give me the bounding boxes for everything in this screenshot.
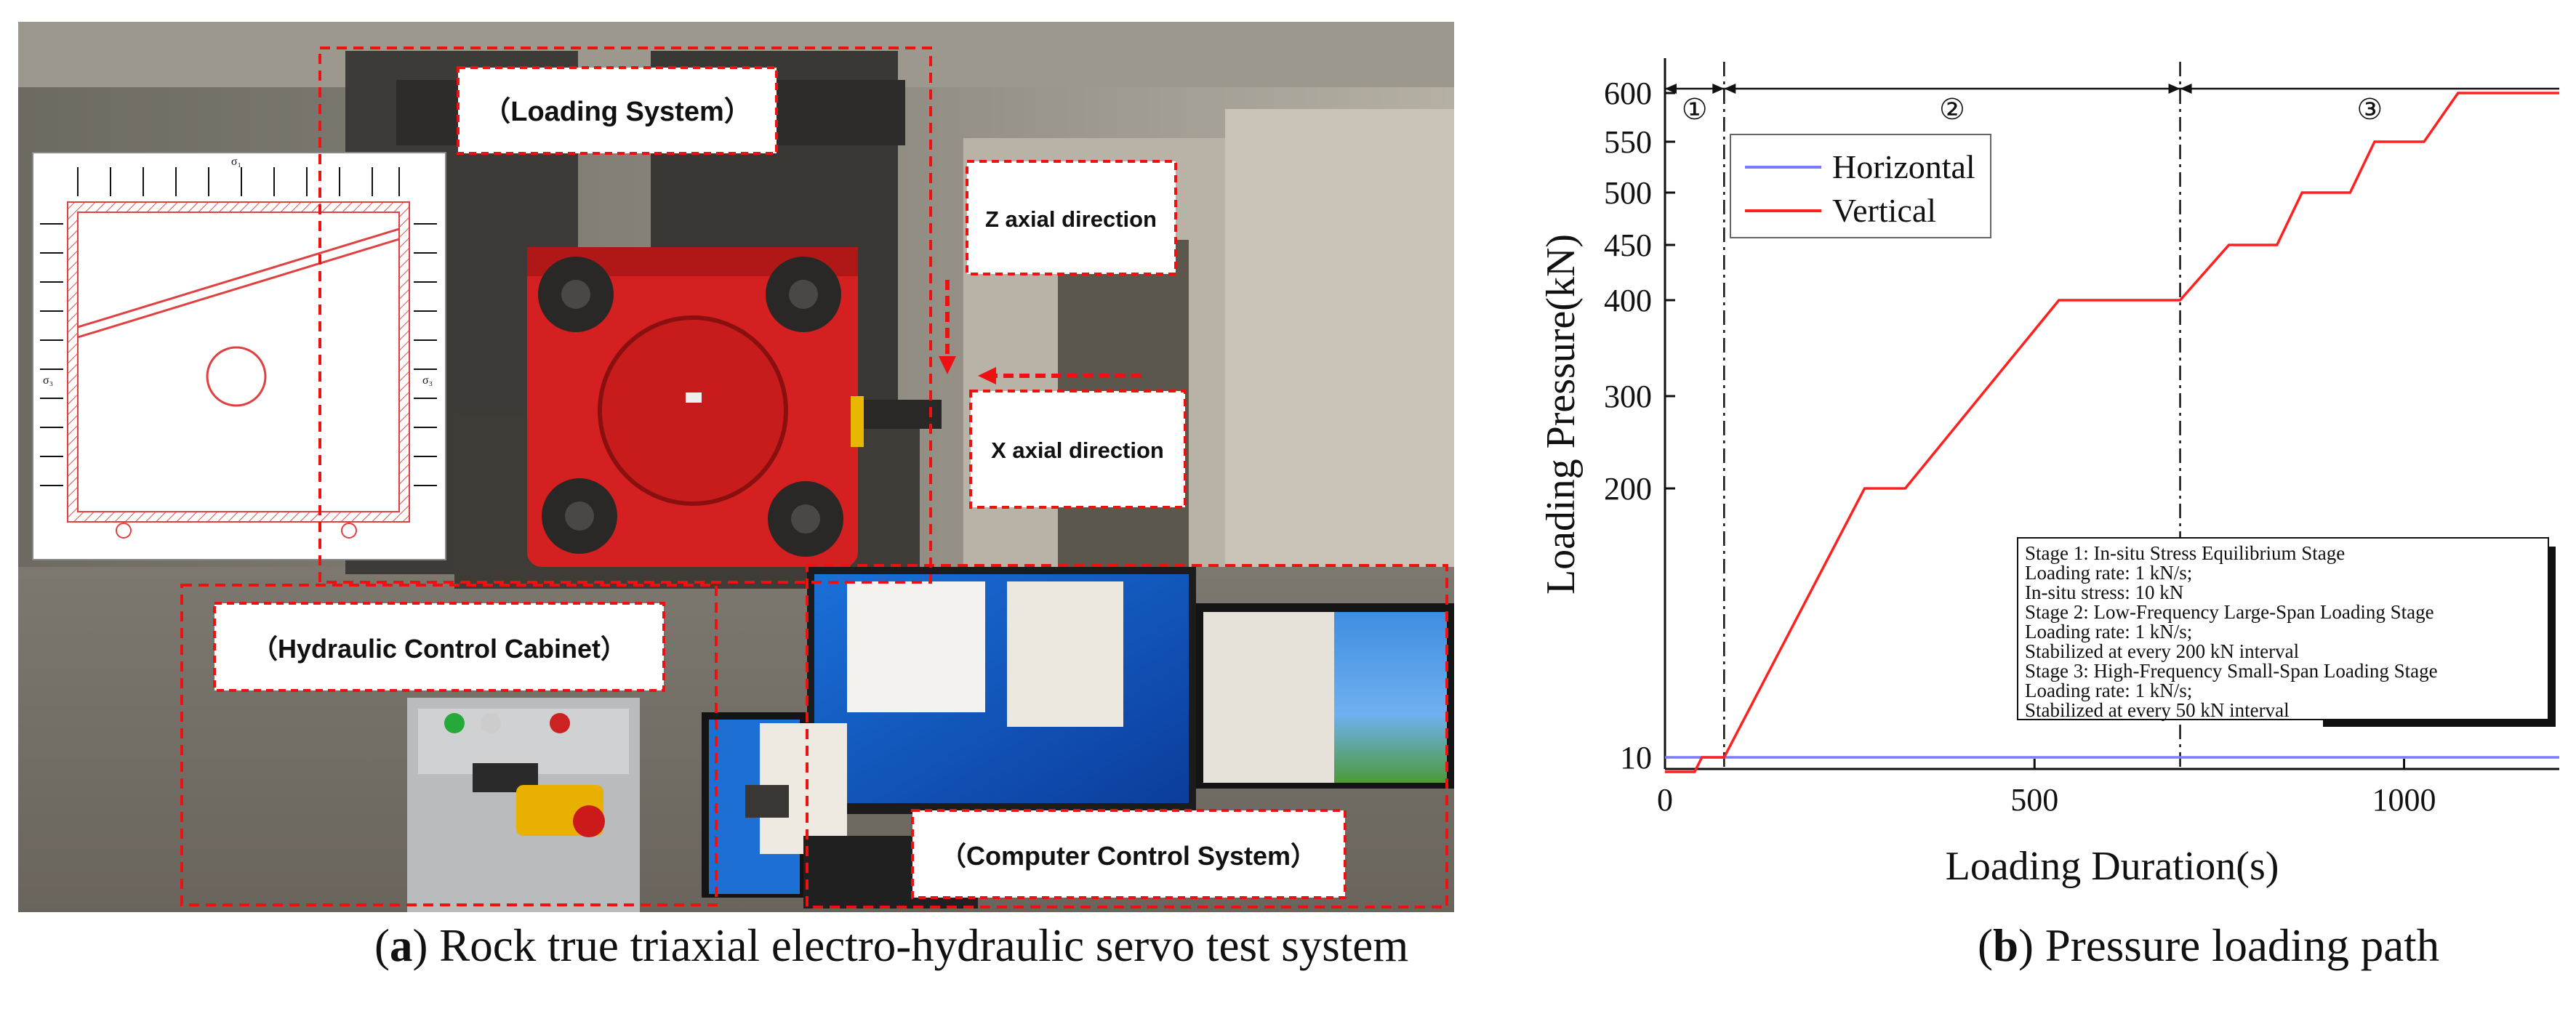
callout-hydraulic-cabinet: （Hydraulic Control Cabinet） [213,602,665,692]
annotation-line: Stage 2: Low-Frequency Large-Span Loadin… [2025,601,2434,623]
x-axis-title: Loading Duration(s) [1946,844,2279,889]
z-axial-label: Z axial direction [985,206,1157,232]
caption-a-label: a [389,920,413,971]
chart-legend: Horizontal Vertical [1730,134,1991,238]
x-tick-label: 500 [2010,782,2058,818]
x-tick-label: 0 [1657,782,1673,818]
y-tick-label: 300 [1604,379,1652,414]
y-tick-label: 10 [1620,740,1652,776]
stage-marker: ① [1682,93,1708,126]
y-axis-title: Loading Pressure(kN) [1538,234,1584,595]
annotation-line: Loading rate: 1 kN/s; [2025,621,2192,643]
callout-loading-system: （Loading System） [457,66,778,155]
computer-control-label: （Computer Control System） [940,841,1317,871]
pressure-chart-panel: ① ② ③ 10 200 300 400 450 500 550 600 0 500 1000 Load… [1512,29,2570,952]
sigma-1-label: σ₁ [231,156,241,168]
stage-marker: ③ [2356,93,2383,126]
caption-b-text: Pressure loading path [2034,920,2440,971]
stage-arrow-head [1712,84,1725,94]
annotation-line: Stabilized at every 50 kN interval [2025,699,2290,721]
test-system-photo: σ₁ σ₃ σ₃ （Loading System） Z axial direct… [18,22,1454,912]
stage-arrow-head [2180,84,2192,94]
callout-computer-control: （Computer Control System） [911,809,1347,899]
stage-arrow-head [1665,84,1677,94]
stage-marker: ② [1939,93,1965,126]
annotation-line: Stage 1: In-situ Stress Equilibrium Stag… [2025,542,2345,564]
hydraulic-cabinet-label: （Hydraulic Control Cabinet） [252,634,627,664]
photo-illustration: σ₁ σ₃ σ₃ （Loading System） Z axial direct… [18,22,1454,912]
caption-b-label: b [1992,920,2019,971]
y-tick-label: 500 [1604,175,1652,211]
stage-arrow-head [2168,84,2180,94]
annotation-line: Stabilized at every 200 kN interval [2025,640,2299,662]
y-tick-label: 600 [1604,76,1652,111]
y-tick-label: 450 [1604,227,1652,263]
caption-a: (a) Rock true triaxial electro-hydraulic… [374,920,1409,971]
pressure-loading-chart: ① ② ③ 10 200 300 400 450 500 550 600 0 500 1000 Load… [1538,58,2559,889]
z-axis-arrow [939,280,956,374]
y-tick-label: 400 [1604,283,1652,318]
sigma-3-left-label: σ₃ [43,374,53,387]
callout-x-axial: X axial direction [969,390,1187,509]
specimen-schematic-inset: σ₁ σ₃ σ₃ [32,152,446,560]
series-line-vertical [1665,92,2559,773]
hydraulic-cabinet-region [180,584,718,906]
legend-label-vertical: Vertical [1832,192,1936,229]
y-tick-label: 550 [1604,124,1652,160]
stage-arrow-head [1724,84,1736,94]
legend-label-horizontal: Horizontal [1832,148,1975,185]
y-tick-label: 200 [1604,471,1652,507]
stage-annotation-box: Stage 1: In-situ Stress Equilibrium Stag… [2017,537,2556,727]
computer-control-region [806,564,1448,909]
loading-system-region [318,47,932,584]
loading-system-label: （Loading System） [483,97,752,127]
annotation-line: Loading rate: 1 kN/s; [2025,680,2192,701]
annotation-line: Stage 3: High-Frequency Small-Span Loadi… [2025,660,2438,682]
x-axis-arrow [978,367,1141,384]
x-axial-label: X axial direction [991,438,1164,463]
caption-b: (b) Pressure loading path [1978,920,2440,971]
callout-z-axial: Z axial direction [966,160,1177,275]
caption-a-text: Rock true triaxial electro-hydraulic ser… [428,920,1409,971]
x-tick-label: 1000 [2372,782,2436,818]
annotation-line: Loading rate: 1 kN/s; [2025,562,2192,584]
sigma-3-right-label: σ₃ [422,374,433,387]
annotation-line: In-situ stress: 10 kN [2025,581,2183,603]
